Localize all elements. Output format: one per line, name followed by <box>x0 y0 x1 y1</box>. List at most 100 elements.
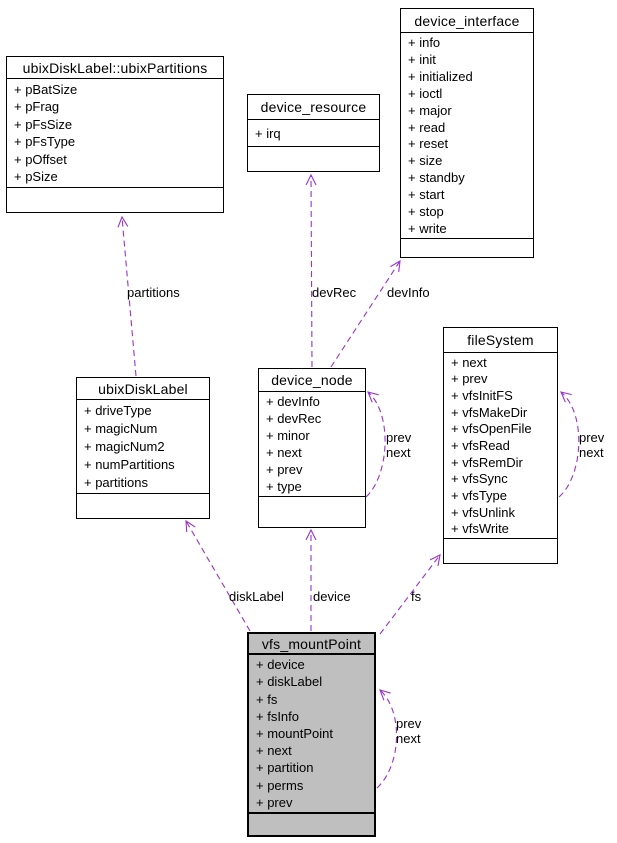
class-field: + vfsMakeDir <box>451 404 528 420</box>
edge-label-device-node-loop: prev next <box>386 430 411 460</box>
edge-vfs-mountpoint-self-loop <box>376 689 398 789</box>
class-field: + standby <box>408 170 465 186</box>
class-box-ubixpartitions[interactable]: ubixDiskLabel::ubixPartitions + pBatSize… <box>6 56 224 213</box>
edge-label-next: next <box>386 445 411 460</box>
class-box-device-resource[interactable]: device_resource + irq <box>247 94 380 172</box>
class-field: + partitions <box>84 475 148 490</box>
class-field: + vfsRead <box>451 437 510 453</box>
edge-label-device: device <box>313 589 351 604</box>
class-field: + pFsType <box>14 134 76 150</box>
class-field: + pBatSize <box>14 81 78 97</box>
class-box-device-interface[interactable]: device_interface + info+ init+ initializ… <box>400 8 534 258</box>
class-field: + diskLabel <box>256 674 323 690</box>
class-box-device-node[interactable]: device_node + devInfo + devRec + minor + ne… <box>258 368 366 528</box>
class-field: + vfsSync <box>451 471 508 487</box>
class-empty-compartment <box>249 814 374 835</box>
class-field: + numPartitions <box>84 457 175 472</box>
edge-label-prev: prev <box>386 430 412 445</box>
class-field: + next <box>451 354 487 370</box>
class-empty-compartment <box>7 188 223 212</box>
class-field: + vfsUnlink <box>451 504 515 520</box>
edge-fs <box>379 554 441 635</box>
edge-label-filesystem-loop: prev next <box>579 430 604 460</box>
edge-filesystem-self-loop <box>558 391 580 498</box>
class-field: + magicNum <box>84 421 158 436</box>
class-field: + pSize <box>14 169 58 185</box>
edge-label-partitions: partitions <box>127 285 180 300</box>
class-empty-compartment <box>248 147 379 171</box>
edge-label-next: next <box>396 731 421 746</box>
class-field: + pFsSize <box>14 116 73 132</box>
class-empty-compartment <box>77 494 209 518</box>
class-field: + vfsRemDir <box>451 454 523 470</box>
edge-label-devrec: devRec <box>312 285 357 300</box>
class-field: + fs <box>256 691 278 707</box>
class-field: + prev <box>266 462 303 477</box>
class-title[interactable]: device_node <box>259 369 365 392</box>
class-fields: + devInfo + devRec + minor + next + prev + ty… <box>259 392 365 497</box>
class-box-filesystem[interactable]: fileSystem + next+ prev+ vfsInitFS+ vfsM… <box>443 327 558 564</box>
class-title[interactable]: fileSystem <box>444 328 557 353</box>
edge-label-disklabel: diskLabel <box>229 589 284 604</box>
class-field: + write <box>408 221 447 237</box>
class-field: + initialized <box>408 68 473 84</box>
class-field: + devRec <box>266 411 322 426</box>
edge-label-prev: prev <box>396 716 422 731</box>
class-empty-compartment <box>259 497 365 527</box>
class-field: + info <box>408 34 441 50</box>
class-field: + stop <box>408 204 444 220</box>
class-title[interactable]: vfs_mountPoint <box>249 634 374 655</box>
class-field: + minor <box>266 428 310 443</box>
class-field: + magicNum2 <box>84 439 165 454</box>
class-field: + type <box>266 479 302 494</box>
class-field: + vfsType <box>451 487 507 503</box>
class-title[interactable]: device_interface <box>401 9 533 33</box>
edge-devrec <box>305 173 317 368</box>
class-title[interactable]: ubixDiskLabel::ubixPartitions <box>7 57 223 79</box>
class-field: + start <box>408 187 445 203</box>
edge-label-prev: prev <box>579 430 605 445</box>
edge-label-vfs-loop: prev next <box>396 716 421 746</box>
class-field: + size <box>408 153 443 169</box>
class-field: + pOffset <box>14 151 67 167</box>
class-field: + fsInfo <box>256 708 299 724</box>
edge-label-devinfo: devInfo <box>387 285 430 300</box>
class-field: + vfsOpenFile <box>451 421 532 437</box>
class-field: + mountPoint <box>256 725 333 741</box>
class-field: + pFrag <box>14 99 60 115</box>
class-field: + init <box>408 51 436 67</box>
class-field: + perms <box>256 777 304 793</box>
class-field: + reset <box>408 136 449 152</box>
edge-device-node-self-loop <box>365 391 386 498</box>
class-field: + vfsWrite <box>451 521 509 537</box>
class-empty-compartment <box>401 239 533 257</box>
class-field: + partition <box>256 760 314 776</box>
class-fields: + info+ init+ initialized+ ioctl+ major+… <box>401 33 533 239</box>
edge-devinfo <box>330 259 401 368</box>
class-field: + major <box>408 102 452 118</box>
class-field: + devInfo <box>266 394 320 409</box>
class-box-ubixdisklabel[interactable]: ubixDiskLabel + driveType + magicNum + mag… <box>76 377 210 519</box>
class-fields: + driveType + magicNum + magicNum2 + numPar… <box>77 400 209 494</box>
class-field: + prev <box>451 371 488 387</box>
class-field: + ioctl <box>408 85 443 101</box>
class-fields: + irq <box>248 120 379 147</box>
class-title[interactable]: device_resource <box>248 95 379 120</box>
class-field: + next <box>266 445 302 460</box>
edge-disklabel <box>185 519 251 632</box>
class-field: + irq <box>255 125 281 141</box>
class-field: + read <box>408 119 446 135</box>
class-field: + next <box>256 743 292 759</box>
edge-label-next: next <box>579 445 604 460</box>
edge-label-fs: fs <box>411 589 422 604</box>
class-fields: + pBatSize + pFrag+ pFsSize + pFsType+ pOf… <box>7 79 223 188</box>
class-fields: + device+ diskLabel+ fs+ fsInfo+ mountPo… <box>249 655 374 814</box>
class-fields: + next+ prev+ vfsInitFS+ vfsMakeDir+ vfs… <box>444 353 557 539</box>
class-empty-compartment <box>444 539 557 563</box>
class-field: + driveType <box>84 403 152 418</box>
class-field: + vfsInitFS <box>451 387 513 403</box>
class-field: + device <box>256 657 305 673</box>
class-title[interactable]: ubixDiskLabel <box>77 378 209 400</box>
class-box-vfs-mountpoint[interactable]: vfs_mountPoint + device+ diskLabel+ fs+ … <box>247 632 376 837</box>
